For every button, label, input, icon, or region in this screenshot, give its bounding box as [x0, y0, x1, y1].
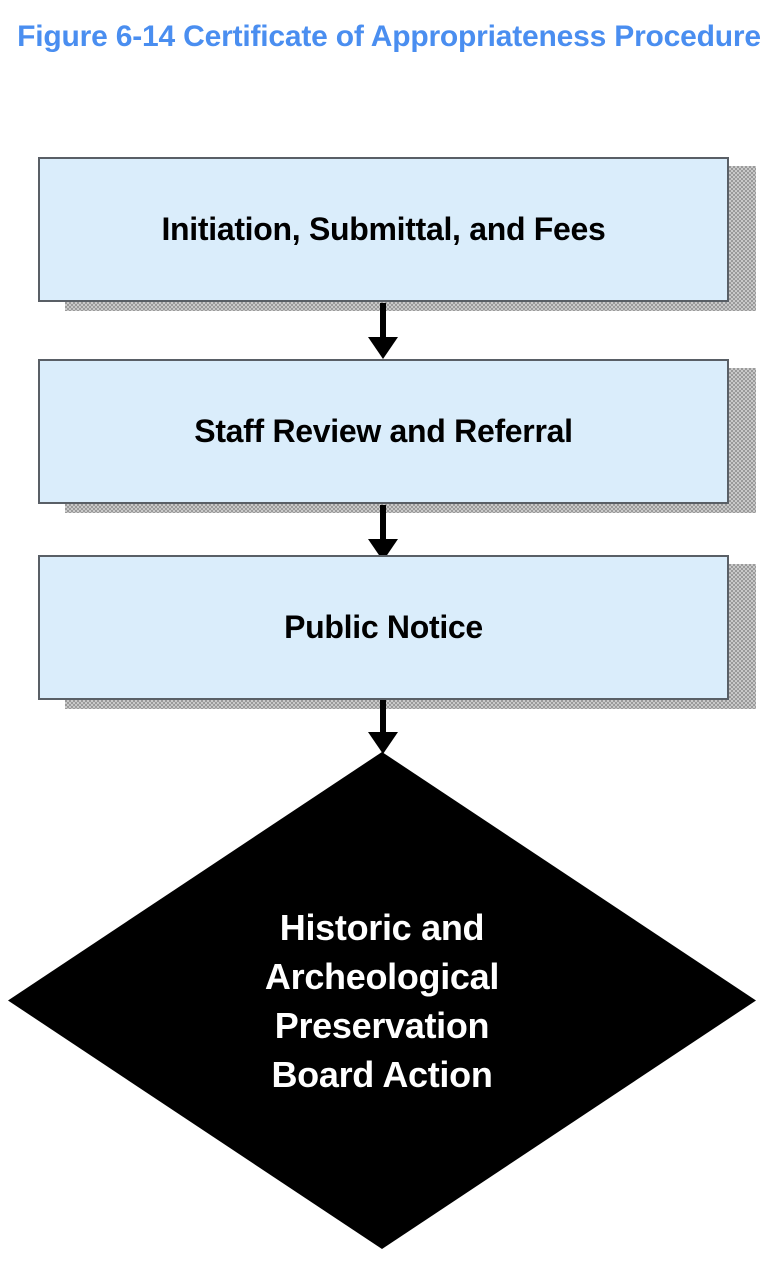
- arrow-3-head: [368, 732, 398, 754]
- flow-node-step-1[interactable]: Initiation, Submittal, and Fees: [38, 157, 756, 311]
- arrow-1-shaft: [380, 303, 386, 337]
- connector-arrow-3: [368, 700, 398, 754]
- step-1-label: Initiation, Submittal, and Fees: [161, 210, 606, 247]
- flow-node-step-4[interactable]: Historic and Archeological Preservation …: [8, 752, 756, 1249]
- step-1-box[interactable]: Initiation, Submittal, and Fees: [38, 157, 729, 302]
- flow-node-step-2[interactable]: Staff Review and Referral: [38, 359, 756, 513]
- flow-node-step-3[interactable]: Public Notice: [38, 555, 756, 709]
- step-2-label: Staff Review and Referral: [194, 412, 573, 449]
- arrow-2-shaft: [380, 505, 386, 539]
- figure-title: Figure 6-14 Certificate of Appropriatene…: [17, 20, 761, 53]
- connector-arrow-2: [368, 505, 398, 561]
- connector-arrow-1: [368, 303, 398, 359]
- step-2-box[interactable]: Staff Review and Referral: [38, 359, 729, 504]
- step-3-box[interactable]: Public Notice: [38, 555, 729, 700]
- arrow-1-head: [368, 337, 398, 359]
- decision-diamond-shape[interactable]: [8, 752, 756, 1249]
- step-3-label: Public Notice: [284, 608, 483, 645]
- arrow-3-shaft: [380, 700, 386, 732]
